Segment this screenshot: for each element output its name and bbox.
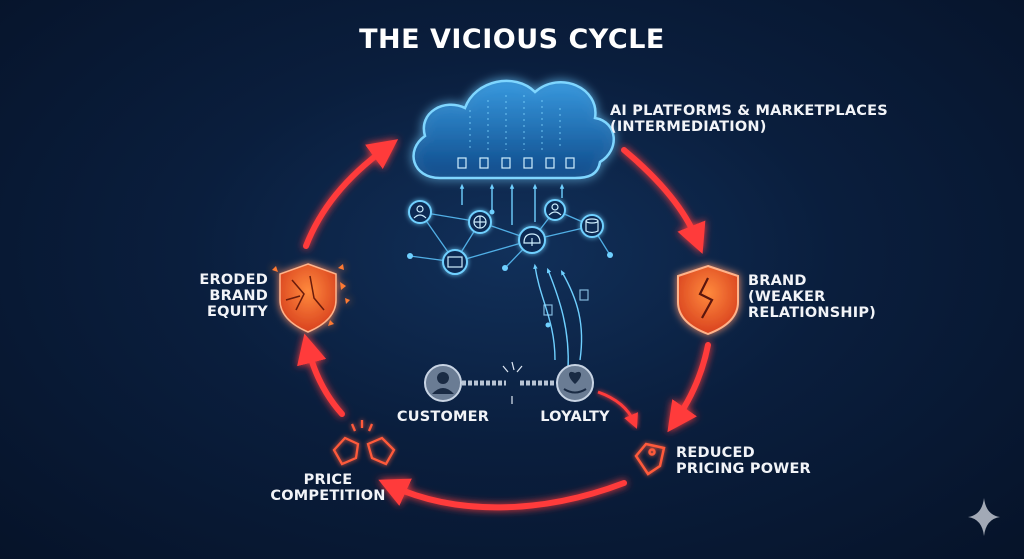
cloud-icon [414,81,614,178]
platforms-label: AI PLATFORMS & MARKETPLACES (INTERMEDIAT… [610,103,888,135]
equity-label: ERODED BRAND EQUITY [180,272,268,320]
price-tag-icon [334,438,358,464]
customer-avatar [425,365,461,401]
arrow-equity-to-platform [306,148,386,246]
cycle-arrows [306,148,708,507]
customer-label: CUSTOMER [393,409,493,425]
arrow-pricing-to-competition [392,483,624,507]
floating-documents [544,290,588,315]
loyalty-label: LOYALTY [535,409,615,425]
competition-label: PRICE COMPETITION [268,472,388,504]
network-lines [410,210,610,268]
arrow-brand-to-pricing [676,345,708,420]
broken-shield-icon [678,266,738,334]
network-node-glyphs [414,204,598,267]
document-icon [580,290,588,300]
diagram-title: THE VICIOUS CYCLE [0,24,1024,55]
sparkle-icon [968,498,1000,536]
brand-label: BRAND (WEAKER RELATIONSHIP) [748,273,876,321]
price-tag-icon [636,444,664,474]
arrow-platform-to-brand [624,150,697,240]
loyalty-avatar [557,365,593,401]
pricing-label: REDUCED PRICING POWER [676,445,811,477]
arrow-competition-to-equity [308,348,342,414]
shattered-shield-icon [272,264,350,332]
database-icon [581,215,603,237]
storefront-icon [443,250,467,274]
price-tag-icon [368,438,394,464]
broken-rope-icon [462,362,556,404]
price-competition-icon [334,420,394,464]
